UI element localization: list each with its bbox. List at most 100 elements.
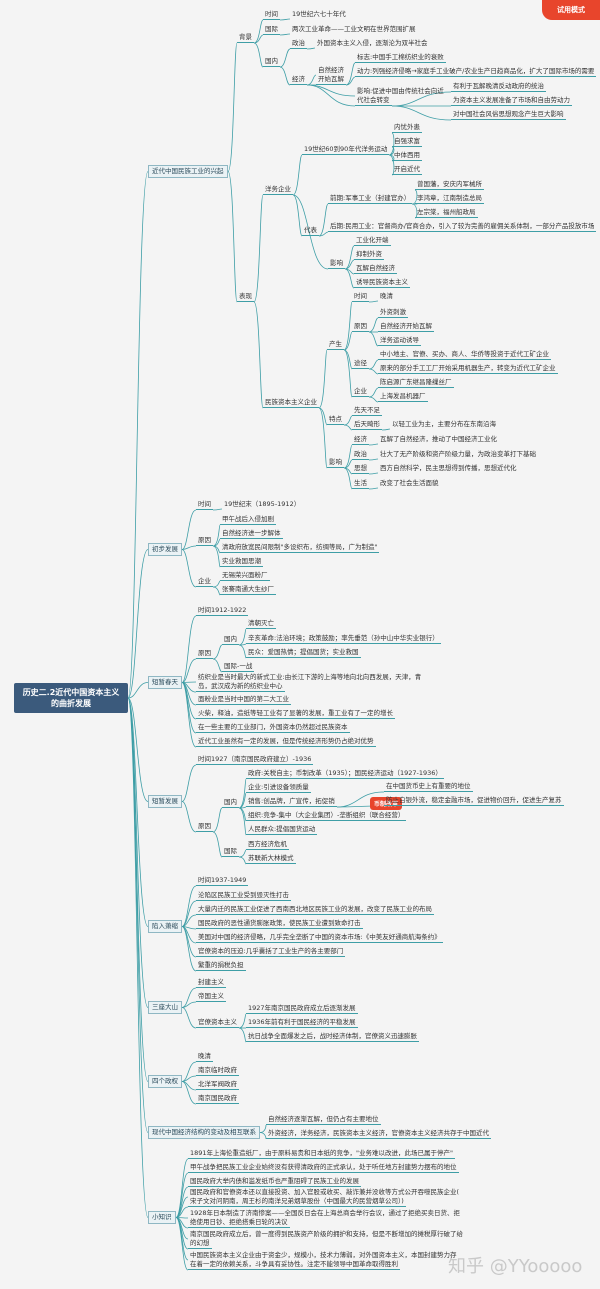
- node-b1-yw-t2[interactable]: 自强求富: [392, 137, 422, 147]
- node-b1-mz-il-v[interactable]: 改变了社会生活面貌: [380, 479, 439, 487]
- node-b4-i1[interactable]: 西方经济危机: [246, 840, 289, 850]
- node-b1-bg-pol-v[interactable]: 外国资本主义入侵，逐渐沦为双半社会: [317, 39, 428, 47]
- node-b4-rf2[interactable]: 防止白银外流，稳定金融市场，促进物价回升，促进生产复苏: [384, 796, 564, 806]
- node-b1-mz-ie[interactable]: 经济: [352, 435, 369, 445]
- node-b9-5b[interactable]: 绝使用日钞、拒绝搭乘日轮的决议: [188, 1218, 290, 1228]
- node-b2-ent[interactable]: 企业: [196, 577, 213, 587]
- node-b5-l4[interactable]: 美国对中国的经济侵略，几乎完全垄断了中国的资本市场:《中美友好通商航海条约》: [196, 933, 443, 943]
- node-b4-d3[interactable]: 销售:创品牌，广宣传，拓促销: [246, 797, 337, 807]
- node-b9-4b[interactable]: 宋子文对问阴南，周王杉的南洋兄弟烟草股份（中国最大的民营烟草公司）): [188, 1197, 406, 1207]
- node-b3-d1[interactable]: 清朝灭亡: [246, 619, 276, 629]
- node-b1-mz-prod[interactable]: 产生: [327, 340, 344, 350]
- node-b1-yw-f3[interactable]: 瓦解自然经济: [354, 264, 397, 274]
- node-b1-mz-ft2-v[interactable]: 以轻工业为主，主要分布在东南沿海: [392, 420, 496, 428]
- node-b1-yw-mil[interactable]: 前期:军事工业（封建官办）: [328, 194, 413, 204]
- node-b1-mz-way[interactable]: 途径: [352, 359, 369, 369]
- node-b1-bg-pol[interactable]: 政治: [290, 39, 307, 49]
- node-b5-time[interactable]: 时间1937-1949: [196, 876, 249, 886]
- node-b1-yw-inf[interactable]: 影响: [328, 259, 345, 269]
- node-b4-i2[interactable]: 苏联新大林模式: [246, 854, 296, 864]
- node-b1-bg[interactable]: 背景: [237, 33, 254, 43]
- node-b1-mz-feat[interactable]: 特点: [327, 415, 344, 425]
- node-b7-4[interactable]: 南京国民政府: [196, 1094, 239, 1104]
- node-b1-bg-i3[interactable]: 对中国社会风俗思想观念产生巨大影响: [451, 110, 566, 120]
- node-b1-yw-civ[interactable]: 后期:民用工业：官督商办/官商合办，引入了较为完善的雇佣关系体制，一部分产品投放…: [328, 222, 597, 232]
- node-b2-time-v[interactable]: 19世纪末（1895-1912）: [224, 500, 301, 508]
- node-b4-d2[interactable]: 企业:引进设备领质量: [246, 783, 311, 793]
- node-b1-mz-e1[interactable]: 陈启源广东继昌隆缫丝厂: [378, 378, 454, 388]
- reform-tag[interactable]: 币制改革: [370, 797, 403, 810]
- node-b6-3a[interactable]: 1927年南京国民政府成立后逐渐发展: [246, 1004, 358, 1014]
- node-b3-dom[interactable]: 国内: [222, 635, 239, 645]
- node-b1[interactable]: 近代中国民族工业的兴起: [148, 165, 228, 178]
- node-b1-mz-infl[interactable]: 影响: [327, 458, 344, 468]
- node-b4-d5[interactable]: 人民群众:提倡国货运动: [246, 825, 318, 835]
- node-b1-bg-i1[interactable]: 有利于瓦解晚清反动政府的统治: [451, 82, 546, 92]
- node-b1-bg-dom[interactable]: 国内: [263, 57, 280, 67]
- node-b6-3b[interactable]: 1936年前有利于国民经济的平稳发展: [246, 1018, 358, 1028]
- node-b4-d1[interactable]: 政府:关税自主；币制改革（1935）；国民经济运动（1927-1936）: [246, 769, 444, 779]
- node-b2-r2[interactable]: 自然经济进一步解体: [220, 529, 283, 539]
- node-b3-intl[interactable]: 国际-一战: [222, 662, 255, 672]
- node-b1-mz-it[interactable]: 思想: [352, 464, 369, 474]
- node-b2-r1[interactable]: 甲午战后入侵加剧: [220, 515, 276, 525]
- node-b1-yw-m3[interactable]: 左宗棠，福州船政局: [415, 208, 478, 218]
- node-b3-f4[interactable]: 在一些主要的工业部门，外国资本仍然超过民族资本: [196, 723, 350, 733]
- node-b6-3[interactable]: 官僚资本主义: [196, 1018, 239, 1028]
- node-b1-mz-ft2[interactable]: 后天畸形: [352, 420, 382, 430]
- node-b1-yw-f4[interactable]: 诱导民族资本主义: [354, 278, 410, 288]
- node-b4[interactable]: 短暂发展: [148, 795, 182, 808]
- node-b5-l5[interactable]: 官僚资本的压迫:几乎囊括了工业生产的各主要部门: [196, 947, 346, 957]
- node-b1-bg-eco[interactable]: 经济: [290, 75, 307, 85]
- trial-mode-badge[interactable]: 试用模式: [542, 0, 600, 20]
- node-b1-yw-t1[interactable]: 内忧外患: [392, 123, 422, 133]
- node-b3-f2[interactable]: 面粉业是当时中国的第二大工业: [196, 695, 291, 705]
- node-b1-yw-f2[interactable]: 抑制外资: [354, 250, 384, 260]
- node-b7-3[interactable]: 北洋军阀政府: [196, 1080, 239, 1090]
- node-b1-yw-f1[interactable]: 工业化开端: [354, 236, 391, 246]
- node-b7-2[interactable]: 南京临时政府: [196, 1066, 239, 1076]
- node-b2-e1[interactable]: 无锡荣兴面粉厂: [220, 571, 270, 581]
- node-b8[interactable]: 现代中国经济结构的变动及相互联系: [148, 1126, 260, 1139]
- node-b2-time[interactable]: 时间: [196, 500, 213, 510]
- node-b1-bg-inf2[interactable]: 代社会转变: [355, 96, 392, 106]
- node-b5-l6[interactable]: 繁重的捐税负担: [196, 961, 246, 971]
- node-b1-mz-ent[interactable]: 企业: [352, 387, 369, 397]
- node-b3-f1b[interactable]: 岛，武汉成为新的纺织业中心: [196, 682, 285, 692]
- node-b3-d3[interactable]: 民众：爱国热情；提倡国货；实业救国: [246, 648, 361, 658]
- node-b1-bg-time-v[interactable]: 19世纪六七十年代: [292, 10, 346, 18]
- node-b1-mz-ip-v[interactable]: 壮大了无产阶级和资产阶级力量，为政治变革打下基础: [380, 450, 536, 458]
- node-b1-mz-it-v[interactable]: 西方自然科学，民主思想得到传播，思想近代化: [380, 464, 517, 472]
- node-b3-f3[interactable]: 火柴，释油，造纸等轻工业有了显著的发展，重工业有了一定的增长: [196, 709, 395, 719]
- node-b1-mz-ft1[interactable]: 先天不足: [352, 406, 382, 416]
- node-b1-mz-r2[interactable]: 自然经济开始瓦解: [378, 322, 434, 332]
- node-b3[interactable]: 短暂春天: [148, 676, 182, 689]
- node-b1-mz-w2[interactable]: 原来的部分手工工厂开始采用机器生产，转变为近代工矿企业: [378, 364, 558, 374]
- node-b1-bg-time[interactable]: 时间: [263, 10, 280, 20]
- node-b1-bg-inf[interactable]: 影响:促进中国由传统社会向近: [357, 87, 444, 95]
- node-b3-time[interactable]: 时间1912-1922: [196, 606, 249, 616]
- node-b1-mz-il[interactable]: 生活: [352, 479, 369, 489]
- node-b5-l2[interactable]: 大量内迁的民族工业促进了西南西北地区民族工业的发展，改变了民族工业的布局: [196, 905, 434, 915]
- node-b4-dom[interactable]: 国内: [222, 798, 239, 808]
- node-b9-2[interactable]: 甲午战争把民族工业企业始终没有获得清政府的正式承认，处于听任地方封建势力摆布的地…: [188, 1163, 459, 1173]
- node-b1-yw-t4[interactable]: 开启近代: [392, 165, 422, 175]
- node-b3-rsn[interactable]: 原因: [196, 649, 213, 659]
- node-b2-r4[interactable]: 实业救国思潮: [220, 557, 263, 567]
- node-b1-bg-n1[interactable]: 标志:中国手工棉纺织业的衰败: [355, 53, 446, 63]
- node-b3-f1[interactable]: 纺织业是当时最大的新式工业:由长江下游的上海等地向北向西发展，天津，青: [198, 673, 422, 681]
- node-b4-time[interactable]: 时间1927（南京国民政府建立）-1936: [196, 755, 314, 765]
- node-b9[interactable]: 小知识: [148, 1211, 176, 1224]
- node-b6-3c[interactable]: 抗日战争全面爆发之后，战时经济体制，官僚资义迅速膨胀: [246, 1032, 419, 1042]
- node-b1-bg-i2[interactable]: 为资本主义发展准备了市场和自由劳动力: [451, 96, 572, 106]
- node-b1-mz-r3[interactable]: 洋务运动诱导: [378, 336, 421, 346]
- node-b9-1[interactable]: 1891年上海伦重造纸厂，由于原料易贵和日本纸的竞争，"业务难以改进，此场已属于…: [188, 1149, 456, 1159]
- node-b5-l1[interactable]: 沦陷区民族工业受到毁灭性打击: [196, 891, 291, 901]
- node-b1-yw[interactable]: 洋务企业: [263, 185, 293, 195]
- node-b4-rsn[interactable]: 原因: [196, 822, 213, 832]
- node-b4-d4[interactable]: 组织:竞争-集中（大企业集团）-垄断组织（联合经营）: [246, 811, 407, 821]
- node-b9-7[interactable]: 中国民族资本主义企业由于资金少，规模小，技术力薄弱，对外国资本主义，本国封建势力…: [190, 1251, 457, 1259]
- node-b2-e2[interactable]: 张謇南通大生纱厂: [220, 585, 276, 595]
- node-b1-bg-intl-v[interactable]: 两次工业革命——工业文明在世界范围扩展: [292, 25, 416, 33]
- node-b9-6b[interactable]: 的幻想: [188, 1239, 212, 1249]
